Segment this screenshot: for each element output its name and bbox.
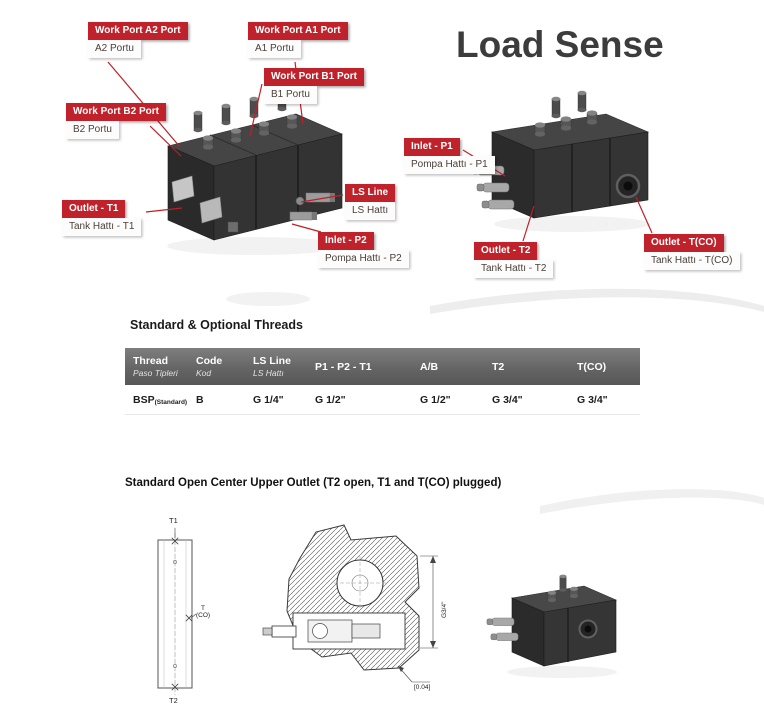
dim-label-tolerance: [0.04] <box>414 684 431 691</box>
column-header-code: Code Kod <box>196 355 223 378</box>
callout-title: Work Port A1 Port <box>248 22 348 40</box>
callout-title: Inlet - P1 <box>404 138 460 156</box>
column-header-p1-p2-t1: P1 - P2 - T1 <box>315 360 372 373</box>
threads-table-title: Standard & Optional Threads <box>130 318 303 332</box>
callout-subtitle: B1 Portu <box>264 86 317 104</box>
valve-mini-illustration <box>486 574 618 678</box>
cell-ls-line: G 1/4" <box>253 394 284 406</box>
dim-label-t2: T2 <box>169 696 178 705</box>
callout-outlet-tco: Outlet - T(CO) Tank Hattı - T(CO) <box>644 234 740 270</box>
callout-subtitle: Tank Hattı - T1 <box>62 218 142 236</box>
callout-subtitle: B2 Portu <box>66 121 119 139</box>
cell-tco: G 3/4" <box>577 394 608 406</box>
callout-subtitle: Pompa Hattı - P1 <box>404 156 495 174</box>
cell-thread: BSP(Standard) <box>133 394 188 406</box>
callout-title: Outlet - T1 <box>62 200 126 218</box>
section-drawing-middle <box>262 524 438 683</box>
callout-title: Work Port B1 Port <box>264 68 364 86</box>
callout-outlet-t1: Outlet - T1 Tank Hattı - T1 <box>62 200 142 236</box>
callout-title: Inlet - P2 <box>318 232 374 250</box>
callout-title: Work Port B2 Port <box>66 103 166 121</box>
threads-table: Thread Paso Tipleri Code Kod LS Line LS … <box>125 348 640 415</box>
dim-label-g34: G3/4" <box>441 601 448 618</box>
callout-work-port-b1: Work Port B1 Port B1 Portu <box>264 68 364 104</box>
section-title: Standard Open Center Upper Outlet (T2 op… <box>125 477 502 489</box>
callout-title: LS Line <box>345 184 396 202</box>
callout-subtitle: Tank Hattı - T(CO) <box>644 252 740 270</box>
callout-work-port-b2: Work Port B2 Port B2 Portu <box>66 103 166 139</box>
cell-p1-p2-t1: G 1/2" <box>315 394 346 406</box>
column-header-t2: T2 <box>492 360 505 373</box>
callout-subtitle: LS Hattı <box>345 202 396 220</box>
cell-t2: G 3/4" <box>492 394 523 406</box>
callout-work-port-a1: Work Port A1 Port A1 Portu <box>248 22 348 58</box>
callout-outlet-t2: Outlet - T2 Tank Hattı - T2 <box>474 242 554 278</box>
page-title: Load Sense <box>456 24 664 65</box>
column-header-tco: T(CO) <box>577 360 607 373</box>
cell-a-b: G 1/2" <box>420 394 451 406</box>
valve-left-illustration <box>167 89 343 255</box>
callout-work-port-a2: Work Port A2 Port A2 Portu <box>88 22 188 58</box>
callout-subtitle: A1 Portu <box>248 40 301 58</box>
dim-label-tco: T (CO) <box>196 605 211 620</box>
column-header-ls-line: LS Line LS Hattı <box>253 355 291 378</box>
callout-title: Outlet - T(CO) <box>644 234 724 252</box>
callout-inlet-p1: Inlet - P1 Pompa Hattı - P1 <box>404 138 495 174</box>
threads-table-header-row: Thread Paso Tipleri Code Kod LS Line LS … <box>125 348 640 385</box>
outline-drawing-left <box>157 527 197 696</box>
valve-right-illustration <box>471 90 650 232</box>
cell-code: B <box>196 394 204 406</box>
column-header-a-b: A/B <box>420 360 439 373</box>
callout-inlet-p2: Inlet - P2 Pompa Hattı - P2 <box>318 232 409 268</box>
column-header-thread: Thread Paso Tipleri <box>133 355 178 378</box>
callout-ls-line: LS Line LS Hattı <box>345 184 396 220</box>
callout-subtitle: Tank Hattı - T2 <box>474 260 554 278</box>
table-row-bsp: BSP(Standard) B G 1/4" G 1/2" G 1/2" G 3… <box>125 385 640 415</box>
callout-subtitle: A2 Portu <box>88 40 141 58</box>
callout-title: Outlet - T2 <box>474 242 538 260</box>
callout-title: Work Port A2 Port <box>88 22 188 40</box>
callout-subtitle: Pompa Hattı - P2 <box>318 250 409 268</box>
dim-label-t1: T1 <box>169 516 178 525</box>
